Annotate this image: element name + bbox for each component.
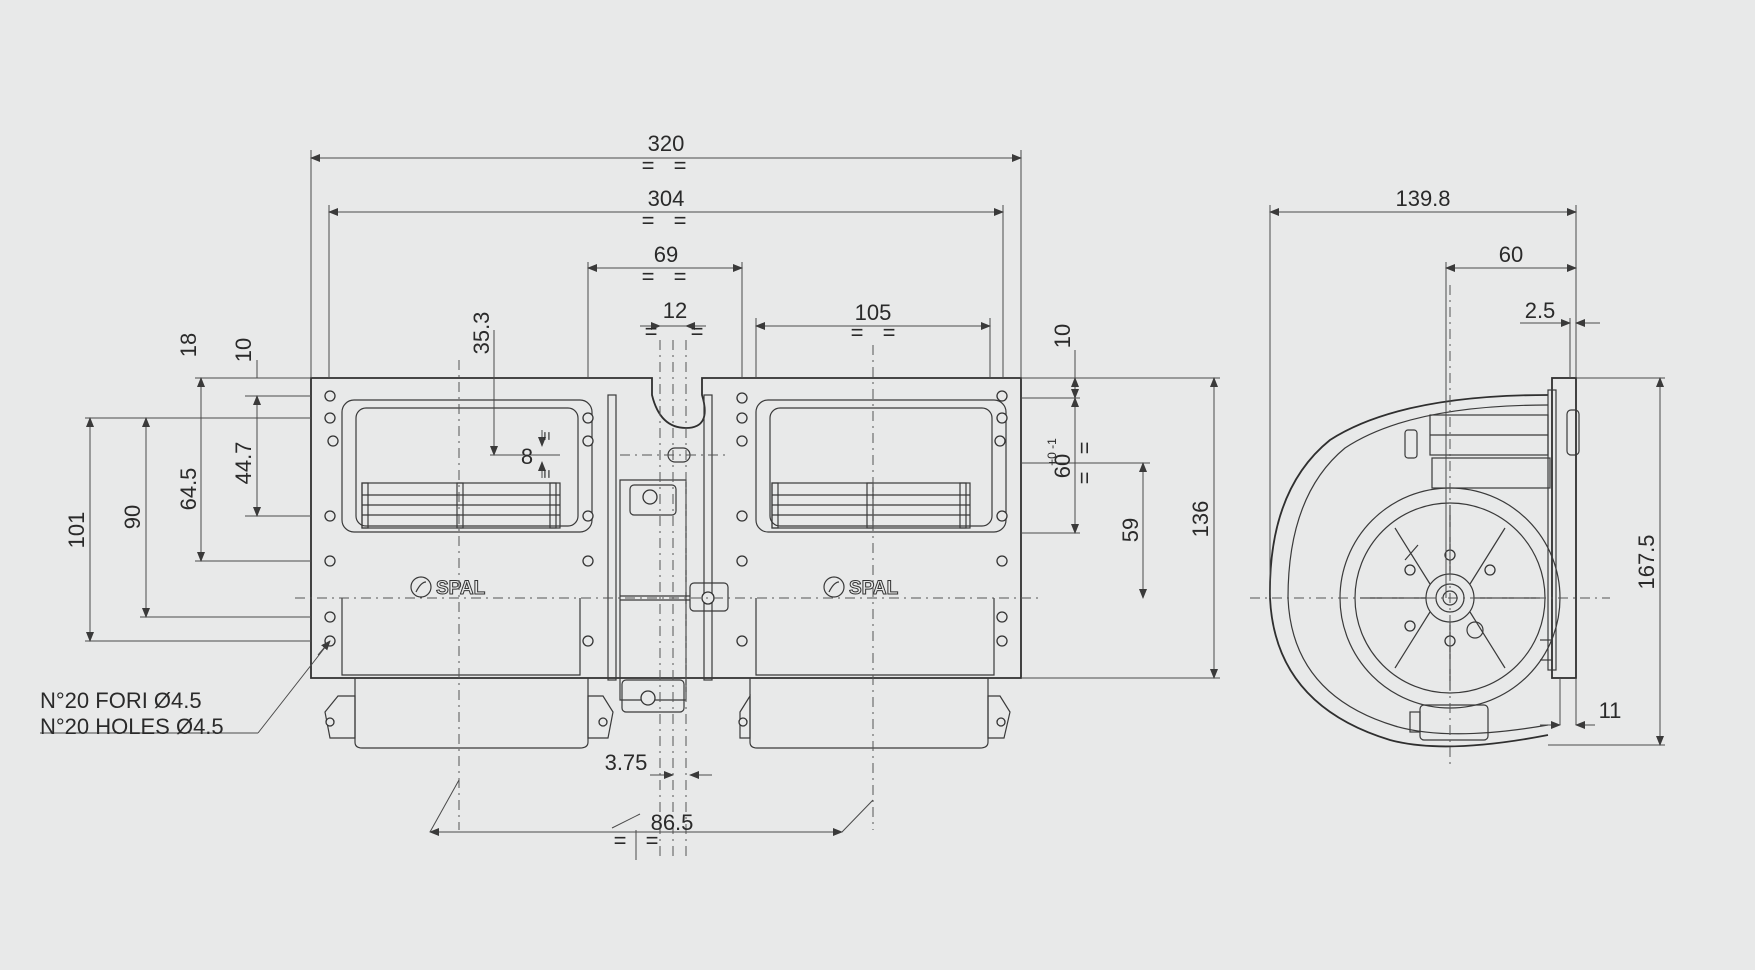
- motor-clip-top: [629, 484, 677, 516]
- terminal: [1419, 704, 1489, 741]
- dim-86-5: 86.5: [651, 810, 694, 835]
- dim-3-75: 3.75: [605, 750, 648, 775]
- dim-60: 60: [1050, 454, 1075, 478]
- left-outlet: [341, 399, 593, 533]
- svg-text:=: =: [674, 208, 687, 233]
- front-horizontal-dims: 320 = = 304 = = 69 = = 12 = = 105 = = 3.…: [310, 131, 1022, 860]
- dim-69: 69: [654, 242, 678, 267]
- side-dims: 139.8 60 2.5 167.5 11: [1269, 186, 1665, 746]
- dim-136: 136: [1188, 501, 1213, 538]
- center-lines-side: [1250, 285, 1610, 765]
- svg-text:=: =: [539, 469, 556, 478]
- motor-spokes: [1360, 505, 1540, 690]
- svg-text:=: =: [645, 319, 658, 344]
- dim-10-left: 10: [231, 338, 256, 362]
- dim-139-8: 139.8: [1395, 186, 1450, 211]
- dim-60-side: 60: [1499, 242, 1523, 267]
- svg-text:=: =: [883, 320, 896, 345]
- dim-101: 101: [64, 512, 89, 549]
- dim-60-tolerance: +0 -1: [1045, 438, 1059, 466]
- motor-clip-mid: [689, 582, 729, 612]
- side-flange: [1551, 377, 1577, 679]
- note-holes-en: N°20 HOLES Ø4.5: [40, 714, 224, 739]
- svg-text:=: =: [851, 320, 864, 345]
- dim-11: 11: [1599, 698, 1622, 723]
- logo-text-right: SPAL: [849, 578, 899, 599]
- dim-35-3: 35.3: [469, 312, 494, 355]
- spal-logo-left: SPAL: [410, 576, 486, 600]
- logo-text-left: SPAL: [436, 578, 486, 599]
- svg-text:=: =: [539, 431, 556, 440]
- motor-clip-bottom: [621, 679, 685, 713]
- svg-text:=: =: [674, 153, 687, 178]
- dim-59: 59: [1118, 518, 1143, 542]
- dim-90: 90: [120, 505, 145, 529]
- dim-167-5: 167.5: [1634, 534, 1659, 589]
- holes-note: N°20 FORI Ø4.5 N°20 HOLES Ø4.5: [40, 640, 331, 739]
- left-wheel: [361, 482, 561, 529]
- left-lower-housing: [341, 598, 581, 676]
- svg-text:=: =: [691, 319, 704, 344]
- svg-text:=: =: [1072, 472, 1097, 485]
- svg-text:=: =: [614, 828, 627, 853]
- dim-304: 304: [648, 186, 685, 211]
- dim-320: 320: [648, 131, 685, 156]
- mounting-plate: [310, 377, 1022, 679]
- right-outlet: [755, 399, 1007, 533]
- svg-text:=: =: [642, 208, 655, 233]
- dim-2-5: 2.5: [1525, 298, 1556, 323]
- spal-logo-right: SPAL: [823, 576, 899, 600]
- svg-text:=: =: [646, 828, 659, 853]
- svg-text:=: =: [642, 264, 655, 289]
- note-holes-it: N°20 FORI Ø4.5: [40, 688, 202, 713]
- side-view: [1269, 377, 1580, 748]
- dim-105: 105: [855, 300, 892, 325]
- dim-18: 18: [176, 333, 201, 357]
- front-view: SPAL SPAL: [310, 377, 1022, 749]
- dim-44-7: 44.7: [231, 442, 256, 485]
- svg-text:=: =: [642, 153, 655, 178]
- front-vertical-dims-left: 101 90 64.5 18 44.7 10 35.3 8 = =: [64, 312, 560, 642]
- mounting-holes: [324, 390, 1008, 647]
- front-vertical-dims-right: 10 60 +0 -1 = = 59 136: [1045, 324, 1218, 679]
- dim-10-right: 10: [1050, 324, 1075, 348]
- svg-text:=: =: [1072, 442, 1097, 455]
- right-wheel: [771, 482, 971, 529]
- dim-12: 12: [663, 298, 687, 323]
- right-lower-housing: [755, 598, 995, 676]
- dim-64-5: 64.5: [176, 468, 201, 511]
- svg-text:=: =: [674, 264, 687, 289]
- dim-8: 8: [521, 444, 533, 469]
